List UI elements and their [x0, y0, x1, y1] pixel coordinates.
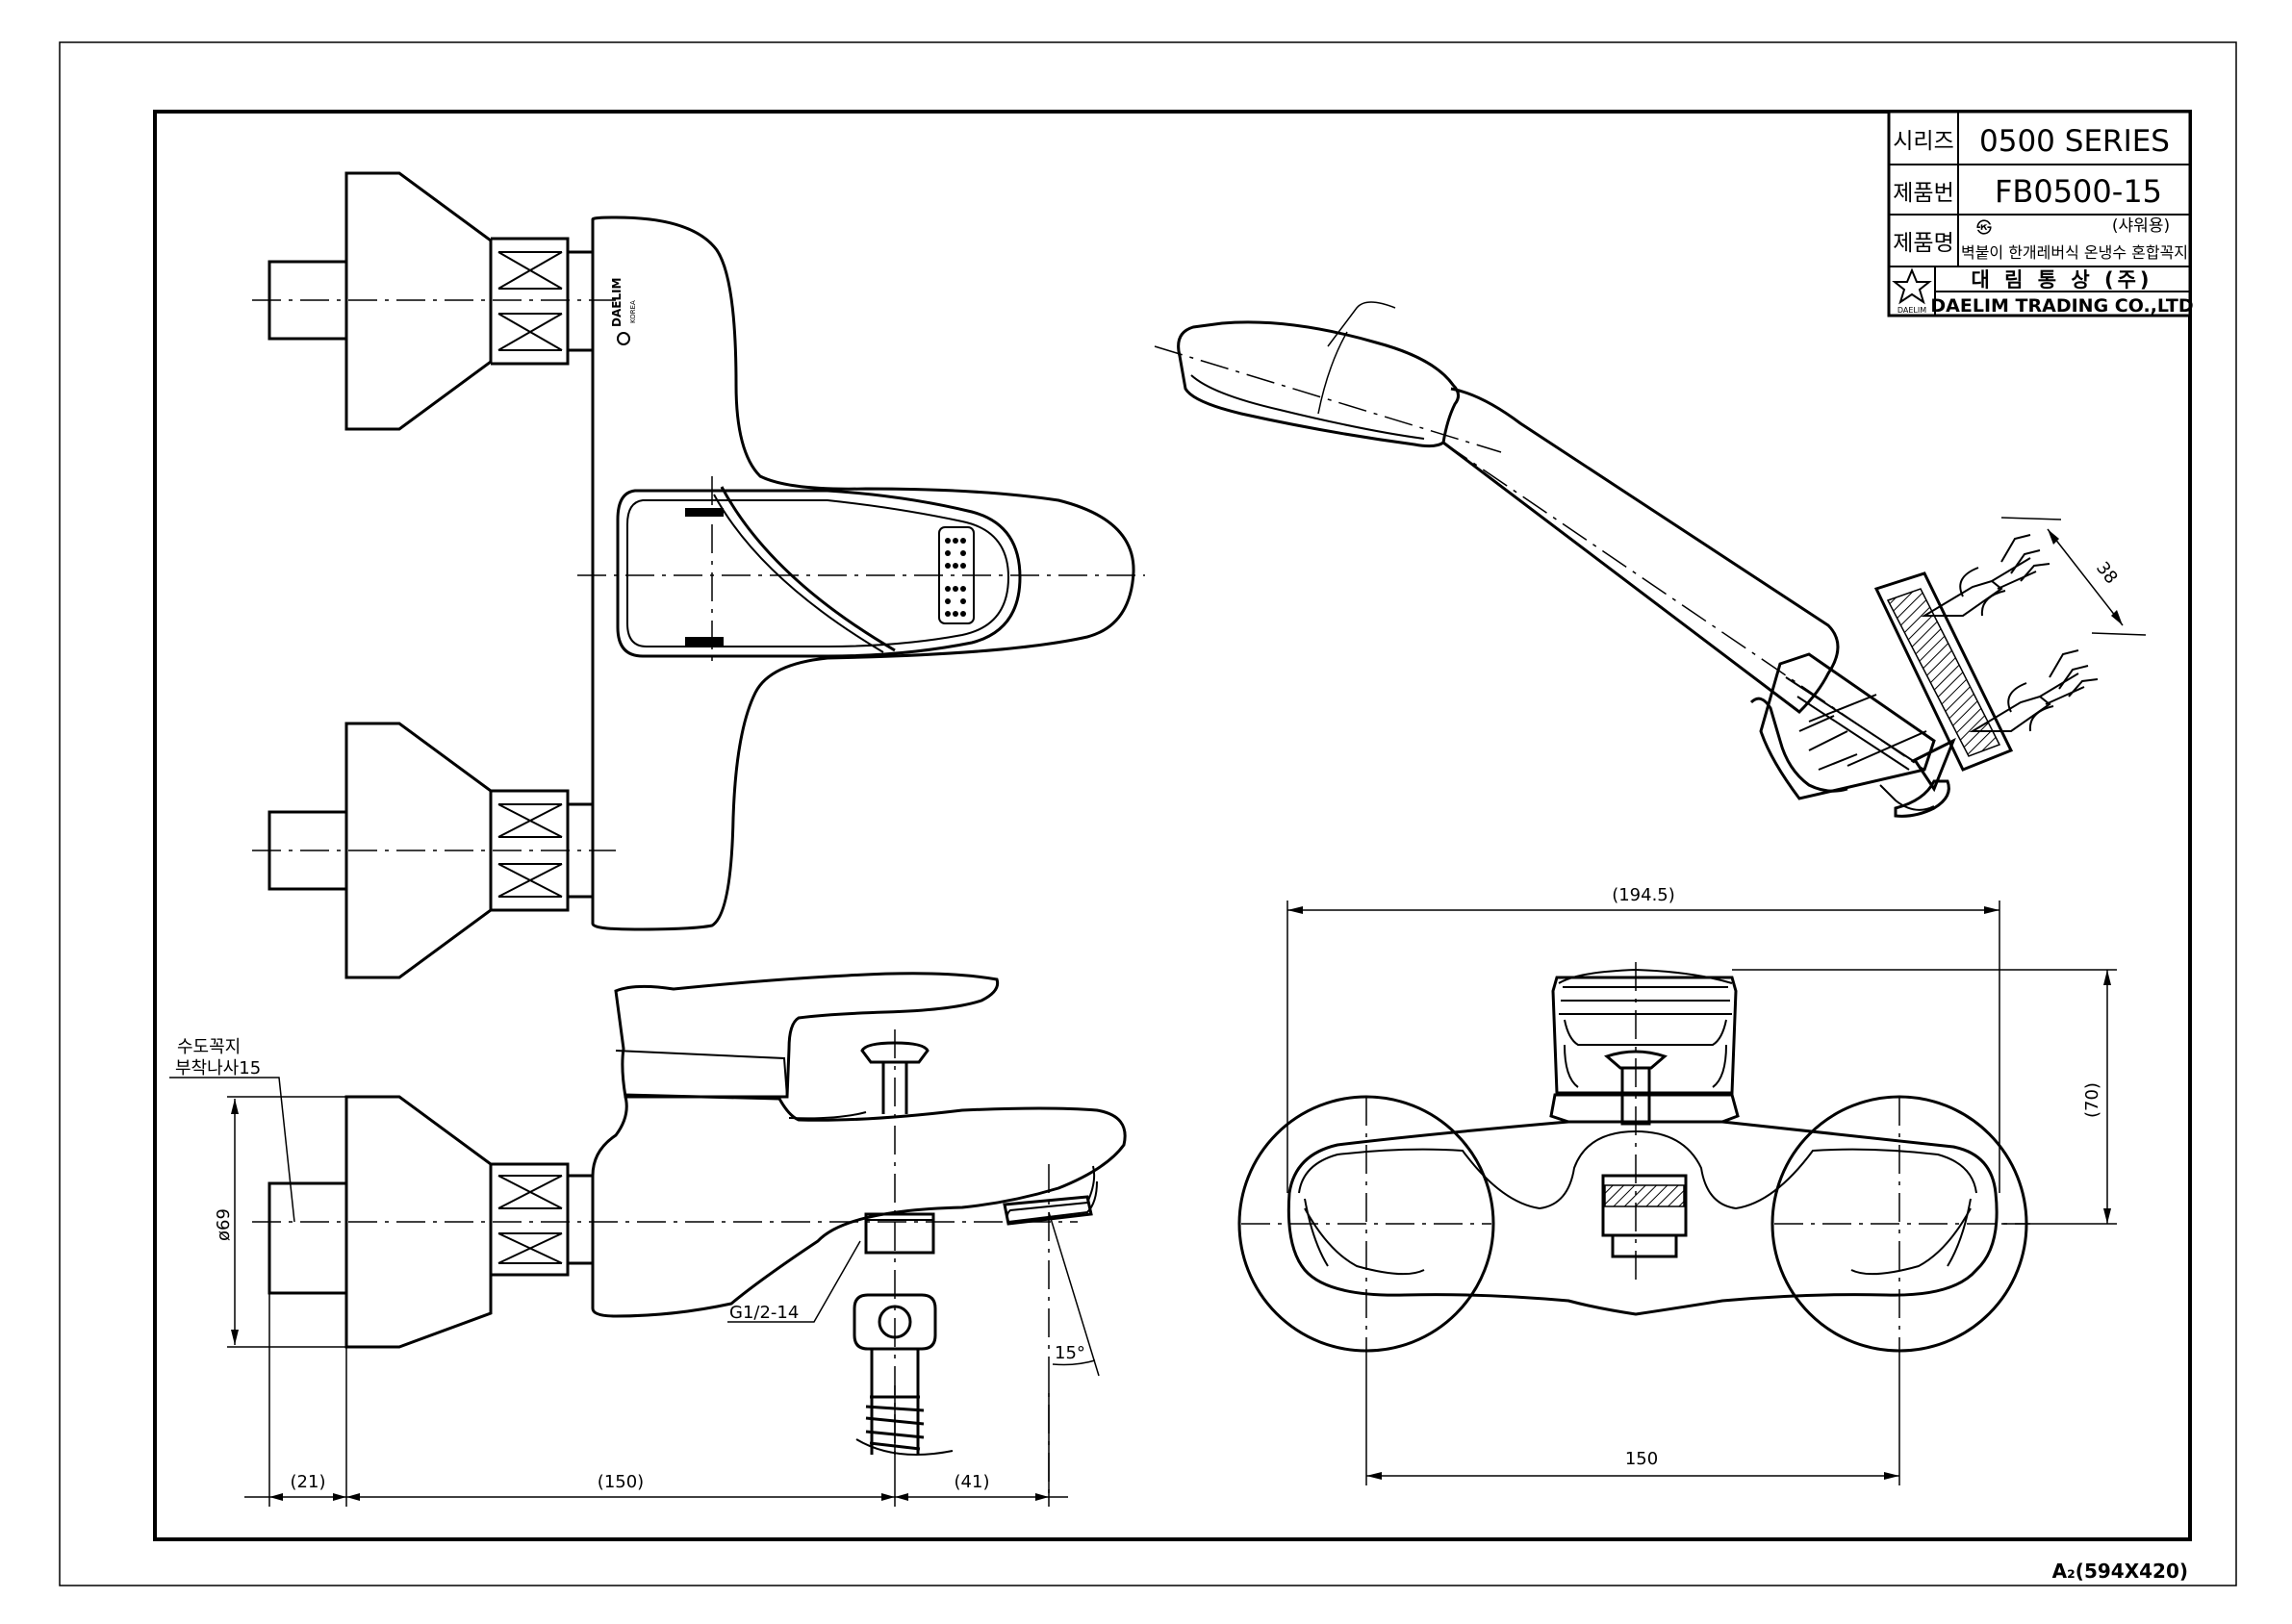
daelim-logo-icon: DAELIM KOREA — [610, 278, 637, 345]
company-name-korean: 대 림 통 상 (주) — [1971, 268, 2152, 292]
product-name-value: 벽붙이 한개레버식 온냉수 혼합꼭지 — [1961, 243, 2188, 262]
sheet-size-label: A₂(594X420) — [2052, 1560, 2188, 1583]
body-length-dimension: (150) — [598, 1472, 644, 1492]
diameter-dimension: ø69 — [214, 1208, 234, 1241]
temperature-indicator-icon — [938, 526, 975, 624]
front-view-dimensions: (194.5) (70) 150 — [1286, 885, 2117, 1485]
logo-text: DAELIM — [1897, 306, 1926, 315]
tap-thread-note-line1: 수도꼭지 — [177, 1037, 241, 1057]
outer-border — [59, 41, 2237, 1586]
handle-brand-subtext: KOREA — [629, 300, 637, 323]
company-name-english: DAELIM TRADING CO.,LTD — [1930, 295, 2193, 317]
handle-brand-text: DAELIM — [610, 278, 624, 328]
title-block: 시리즈 0500 SERIES 제품번 FB0500-15 제품명 ㉿ (샤워용… — [1887, 110, 2194, 317]
overall-width-dimension: (194.5) — [1612, 885, 1675, 905]
product-number-label: 제품번 — [1893, 181, 1953, 206]
shower-head-view: 38 — [1154, 301, 2147, 818]
inner-border — [153, 110, 2192, 1541]
star-logo-icon — [1892, 267, 1932, 305]
side-view — [252, 972, 1127, 1501]
series-label: 시리즈 — [1893, 129, 1953, 154]
front-view — [1237, 962, 2030, 1353]
angle-annotation: 15° — [1055, 1343, 1085, 1363]
height-dimension: (70) — [2082, 1082, 2102, 1118]
outlet-thread-note: G1/2-14 — [729, 1303, 799, 1323]
top-view: DAELIM KOREA — [252, 171, 1145, 979]
inlet-spacing-dimension: 150 — [1625, 1449, 1658, 1469]
spout-offset-dimension: (41) — [955, 1472, 990, 1492]
product-name-note: (샤워용) — [2112, 216, 2170, 236]
product-number-value: FB0500-15 — [1995, 173, 2162, 210]
bracket-spacing-dimension: 38 — [2092, 558, 2122, 588]
product-name-label: 제품명 — [1893, 231, 1953, 256]
left-offset-dimension: (21) — [291, 1472, 326, 1492]
series-value: 0500 SERIES — [1979, 124, 2170, 159]
side-view-dimensions: 수도꼭지 부착나사15 ø69 (21) (150) (41) G1/2-14 … — [169, 1037, 1100, 1507]
product-name-mark: ㉿ — [1976, 218, 1992, 237]
tap-thread-note-line2: 부착나사15 — [175, 1058, 261, 1078]
